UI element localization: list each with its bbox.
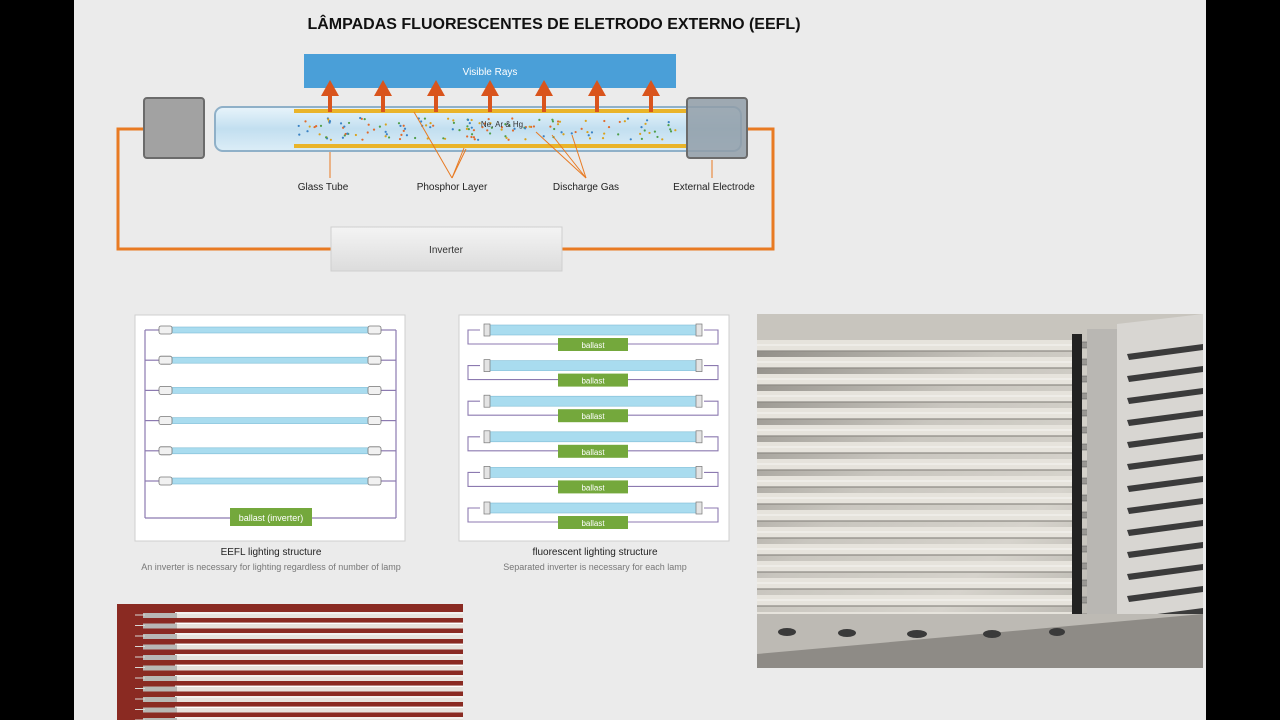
eefl-caption-title: EEFL lighting structure [220, 547, 322, 558]
eefl-ballast-label: ballast (inverter) [239, 513, 304, 523]
external-electrode-right [686, 97, 748, 159]
gas-label: Ne, Ar & Hg [481, 120, 523, 129]
glass-tube-label: Glass Tube [298, 182, 349, 193]
fluorescent-ballast-label: ballast [581, 377, 605, 386]
visible-ray-arrows [321, 80, 660, 112]
fluorescent-ballast-label: ballast [581, 412, 605, 421]
fluorescent-structure-diagram: ballast ballast ballast ballast ballast balla… [458, 314, 730, 542]
eefl-caption-sub: An inverter is necessary for lighting re… [141, 562, 401, 572]
fluorescent-lamp-rows: ballast ballast ballast ballast ballast balla… [467, 323, 719, 529]
fluorescent-caption-sub: Separated inverter is necessary for each… [503, 562, 687, 572]
eefl-structure-panel [134, 314, 406, 542]
ccfl-tubes-photo [117, 604, 463, 720]
discharge-gas-label: Discharge Gas [553, 182, 619, 193]
fluorescent-ballast-label: ballast [581, 341, 605, 350]
eefl-circuit-frame [144, 330, 397, 519]
circuit-wire [116, 127, 775, 251]
external-electrode-left [143, 97, 205, 159]
discharge-gas-particles [297, 116, 677, 141]
eefl-lamp-array [145, 325, 396, 486]
fluorescent-ballast-label: ballast [581, 519, 605, 528]
backlight-panel-photo [757, 314, 1203, 668]
fluorescent-ballast-label: ballast [581, 483, 605, 492]
slide: LÂMPADAS FLUORESCENTES DE ELETRODO EXTER… [74, 0, 1206, 720]
ccfl-tubes-illustration [135, 612, 463, 720]
phosphor-layer-label: Phosphor Layer [417, 182, 488, 193]
label-pointer-lines [329, 111, 713, 179]
eefl-structure-diagram: ballast (inverter) [134, 314, 406, 542]
fluorescent-caption-title: fluorescent lighting structure [532, 547, 658, 558]
eefl-ballast-box [230, 508, 312, 526]
inverter-box [330, 226, 563, 272]
phosphor-layer-bottom [294, 144, 688, 148]
backlight-panel-illustration [757, 314, 1203, 668]
external-electrode-label: External Electrode [673, 182, 755, 193]
fluorescent-ballast-label: ballast [581, 448, 605, 457]
page-title: LÂMPADAS FLUORESCENTES DE ELETRODO EXTER… [307, 16, 801, 33]
visible-rays-label: Visible Rays [463, 67, 518, 78]
eefl-principle-diagram: Visible Rays Ne, Ar & Hg Glass Tube Phos… [116, 54, 775, 272]
inverter-label: Inverter [429, 245, 464, 256]
